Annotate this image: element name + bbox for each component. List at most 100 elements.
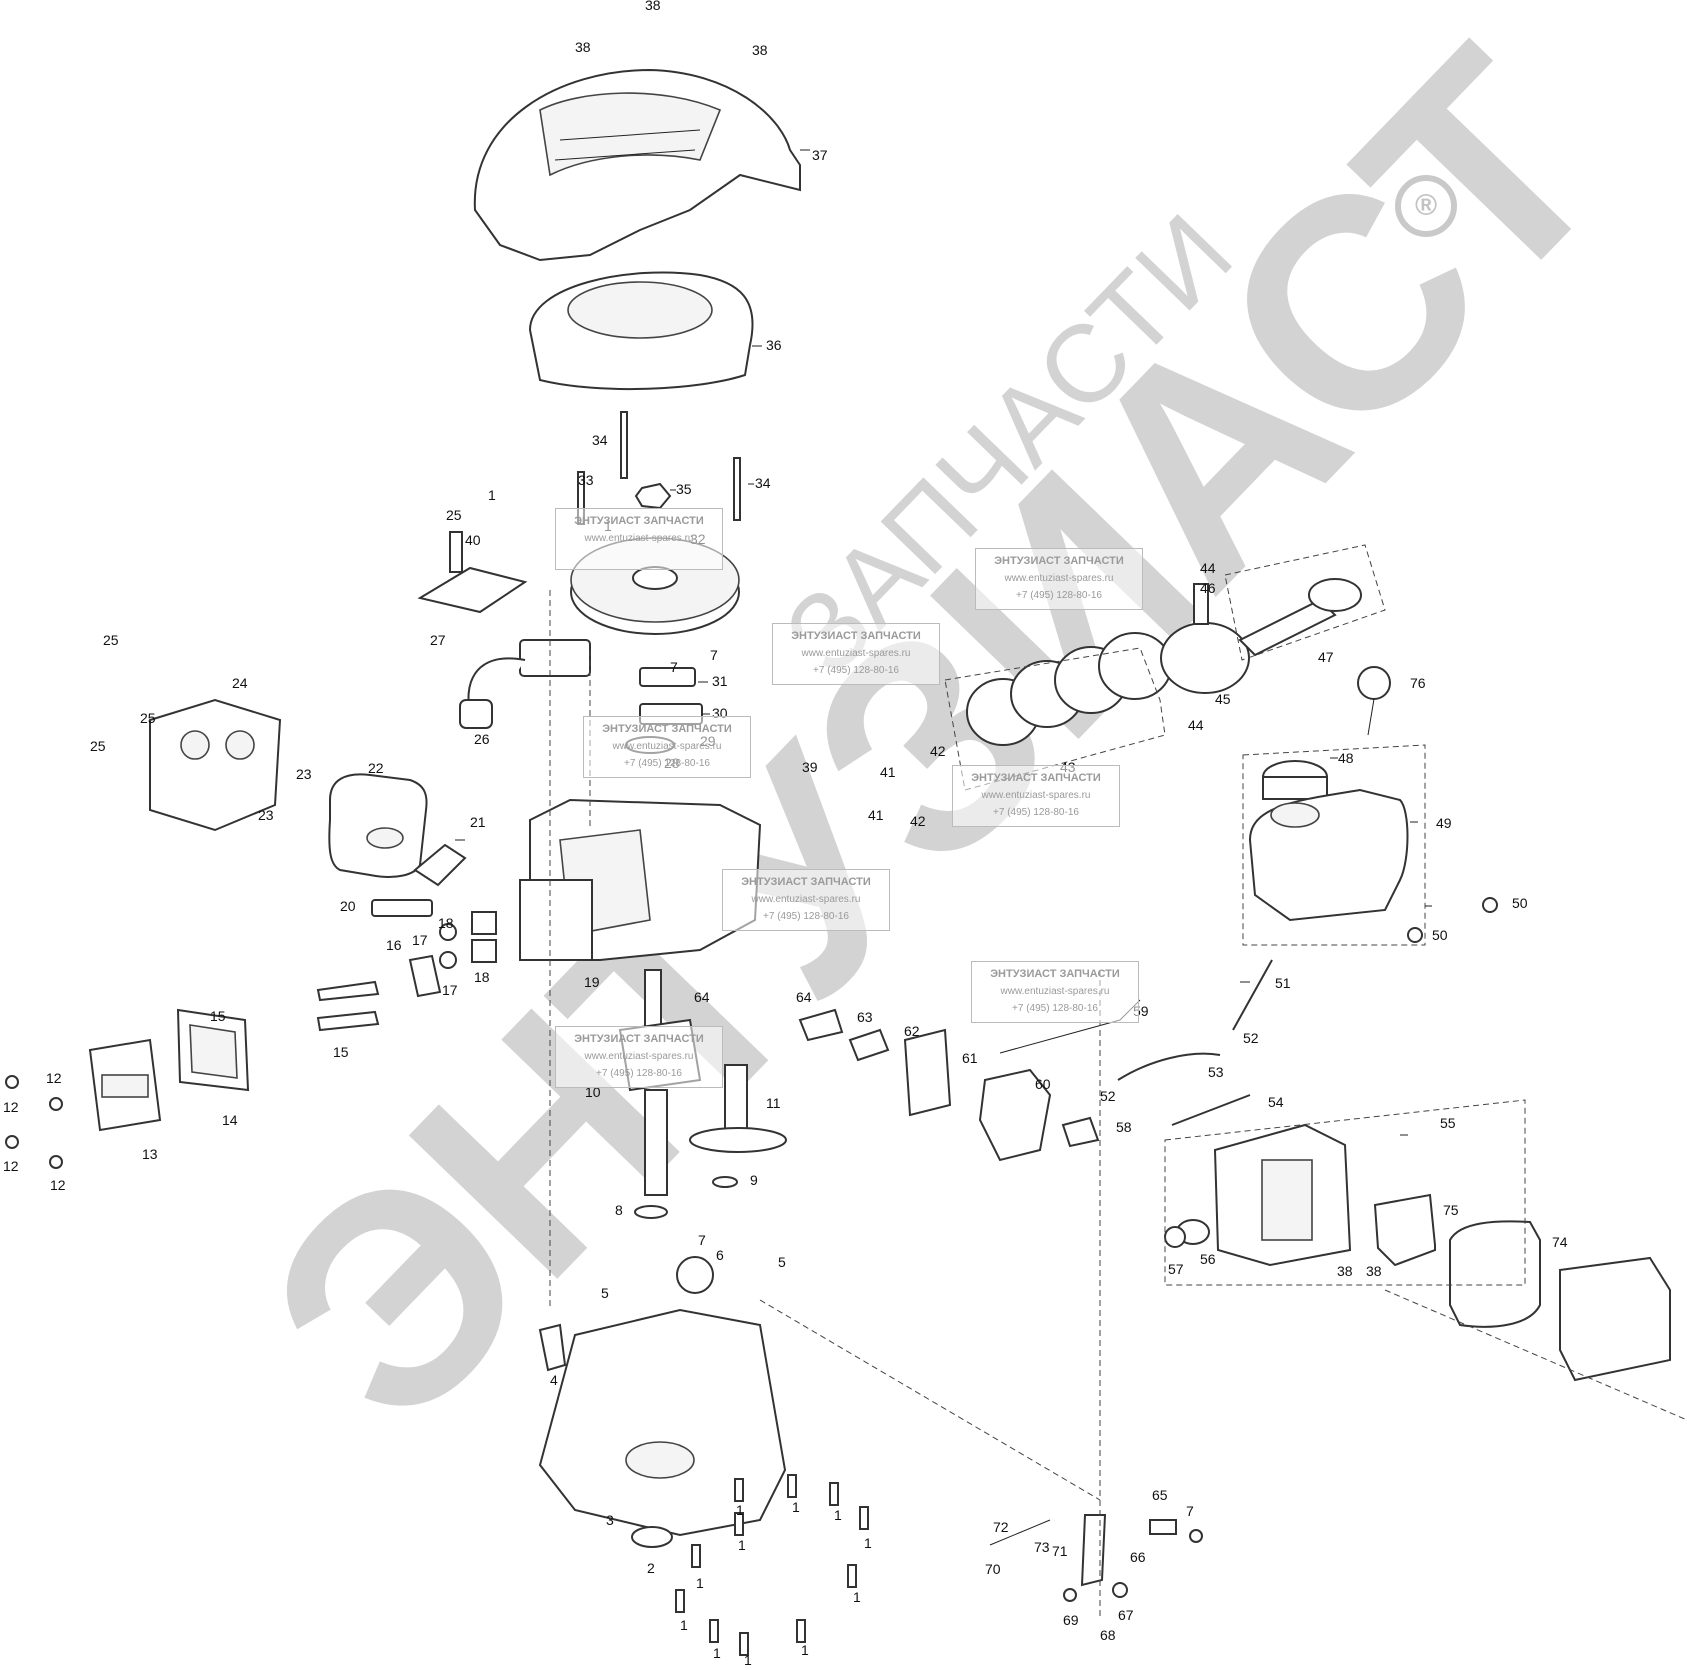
callout-38: 38	[645, 0, 661, 13]
callout-40: 40	[465, 532, 481, 548]
crankcase-cover-bolts	[675, 1474, 869, 1656]
callout-45: 45	[1215, 691, 1231, 707]
watermark-phone: +7 (495) 128-80-16	[596, 1068, 682, 1079]
callout-47: 47	[1318, 649, 1334, 665]
piston	[1160, 622, 1250, 694]
valve-cover-bolts	[5, 1075, 63, 1169]
shaft-washers	[634, 1176, 738, 1219]
callout-61: 61	[962, 1050, 978, 1066]
callout-41: 41	[868, 807, 884, 823]
callout-17: 17	[412, 932, 428, 948]
registered-mark-icon: ®	[1395, 175, 1457, 237]
watermark-website: www.entuziast-spares.ru	[584, 1051, 694, 1062]
callout-11: 11	[766, 1095, 781, 1111]
callout-68: 68	[1100, 1627, 1116, 1643]
fuel-tank	[1248, 788, 1409, 922]
valve-springs	[439, 911, 497, 969]
callout-12: 12	[3, 1158, 19, 1174]
watermark-title: ЭНТУЗИАСТ ЗАПЧАСТИ	[741, 876, 871, 888]
filter-grommets	[1164, 1219, 1210, 1248]
callout-37: 37	[812, 147, 828, 163]
callout-74: 74	[1552, 1234, 1568, 1250]
watermark-phone: +7 (495) 128-80-16	[624, 758, 710, 769]
callout-leaders	[455, 149, 1432, 1136]
callout-26: 26	[474, 731, 490, 747]
callout-66: 66	[1130, 1549, 1146, 1565]
callout-7: 7	[670, 659, 678, 675]
callout-63: 63	[857, 1009, 873, 1025]
callout-22: 22	[368, 760, 384, 776]
callout-33: 33	[578, 472, 594, 488]
callout-52: 52	[1100, 1088, 1116, 1104]
callout-9: 9	[750, 1172, 758, 1188]
callout-76: 76	[1410, 675, 1426, 691]
callout-6: 6	[716, 1247, 724, 1263]
callout-1: 1	[864, 1535, 872, 1551]
piston-rings	[966, 632, 1172, 746]
callout-16: 16	[386, 937, 402, 953]
air-filter-foam	[1373, 1193, 1436, 1267]
callout-18: 18	[438, 915, 454, 931]
crankcase-cover	[538, 1308, 787, 1537]
callout-1: 1	[738, 1537, 746, 1553]
callout-75: 75	[1443, 1202, 1459, 1218]
callout-73: 73	[1034, 1539, 1050, 1555]
callout-55: 55	[1440, 1115, 1456, 1131]
watermark-card: ЭНТУЗИАСТ ЗАПЧАСТИ www.entuziast-spares.…	[975, 548, 1143, 610]
callout-31: 31	[712, 673, 728, 689]
callout-42: 42	[910, 813, 926, 829]
callout-39: 39	[802, 759, 818, 775]
watermark-website: www.entuziast-spares.ru	[1004, 573, 1114, 584]
callout-54: 54	[1268, 1094, 1284, 1110]
callout-65: 65	[1152, 1487, 1168, 1503]
piston-pin	[1193, 583, 1209, 625]
connecting-rod	[1238, 578, 1362, 657]
callout-1: 1	[744, 1652, 752, 1668]
callout-14: 14	[222, 1112, 238, 1128]
callout-2: 2	[647, 1560, 655, 1576]
watermark-website: www.entuziast-spares.ru	[584, 533, 694, 544]
callout-58: 58	[1116, 1119, 1132, 1135]
callout-64: 64	[694, 989, 710, 1005]
watermark-website: www.entuziast-spares.ru	[612, 741, 722, 752]
watermark-title: ЭНТУЗИАСТ ЗАПЧАСТИ	[994, 555, 1124, 567]
callout-20: 20	[340, 898, 356, 914]
governor-gear	[676, 1256, 714, 1294]
callout-7: 7	[710, 647, 718, 663]
camshaft	[689, 1064, 787, 1153]
watermark-title: ЭНТУЗИАСТ ЗАПЧАСТИ	[791, 630, 921, 642]
oil-funnel	[1357, 666, 1391, 736]
callout-52: 52	[1243, 1030, 1259, 1046]
crankcase-cylinder	[519, 798, 762, 961]
callout-56: 56	[1200, 1251, 1216, 1267]
callout-1: 1	[834, 1507, 842, 1523]
callout-48: 48	[1338, 750, 1354, 766]
callout-27: 27	[430, 632, 446, 648]
callout-4: 4	[550, 1372, 558, 1388]
watermark-card: ЭНТУЗИАСТ ЗАПЧАСТИ www.entuziast-spares.…	[772, 623, 940, 685]
muffler	[328, 773, 428, 878]
fuel-line	[1232, 959, 1273, 1031]
callout-18: 18	[474, 969, 490, 985]
watermark-phone: +7 (495) 128-80-16	[993, 807, 1079, 818]
callout-38: 38	[1366, 1263, 1382, 1279]
callout-12: 12	[46, 1070, 62, 1086]
intake-gaskets	[798, 1008, 1100, 1148]
air-filter-cover	[1559, 1256, 1671, 1382]
callout-71: 71	[1052, 1543, 1068, 1559]
callout-42: 42	[930, 743, 946, 759]
callout-46: 46	[1200, 580, 1216, 596]
callout-10: 10	[585, 1084, 601, 1100]
callout-23: 23	[296, 766, 312, 782]
tank-fasteners	[1407, 897, 1498, 943]
watermark-title: ЭНТУЗИАСТ ЗАПЧАСТИ	[574, 515, 704, 527]
carburetor	[978, 1068, 1052, 1162]
watermark-phone: +7 (495) 128-80-16	[1016, 590, 1102, 601]
rocker-arms	[316, 954, 442, 1032]
callout-69: 69	[1063, 1612, 1079, 1628]
stop-switch-bracket	[417, 531, 528, 614]
callout-12: 12	[50, 1177, 66, 1193]
muffler-gasket	[413, 843, 467, 887]
watermark-card: ЭНТУЗИАСТ ЗАПЧАСТИ www.entuziast-spares.…	[971, 961, 1139, 1023]
